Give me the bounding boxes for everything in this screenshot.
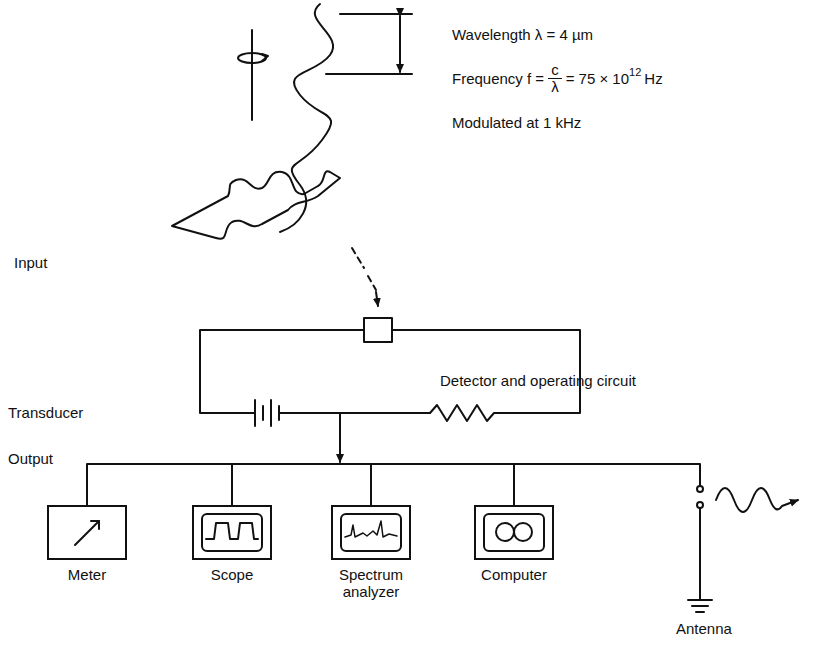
device-label: Scope <box>180 566 284 583</box>
device-icon <box>49 507 125 558</box>
output-device: Scope <box>180 505 284 583</box>
wave-ribbon <box>172 171 340 238</box>
unit: Hz <box>644 70 662 87</box>
stage-label: Output <box>8 450 53 468</box>
output-device: Computer <box>462 505 566 583</box>
device-icon <box>333 507 409 558</box>
radiated-wave <box>716 488 798 512</box>
fraction: cλ <box>548 62 562 95</box>
circuit-wire <box>200 330 580 413</box>
device-label: Meter <box>35 566 139 583</box>
exponent: 12 <box>629 66 641 78</box>
output-device: Meter <box>35 505 139 583</box>
device-box <box>331 505 411 560</box>
device-box <box>47 505 127 560</box>
ground-symbol <box>688 508 712 612</box>
numerator: c <box>548 62 562 79</box>
denominator: λ <box>551 79 559 95</box>
output-device: Spectrum analyzer <box>319 505 423 600</box>
device-box <box>474 505 554 560</box>
battery-symbol <box>255 400 285 426</box>
device-label: Spectrum analyzer <box>319 566 423 600</box>
device-icon <box>194 507 270 558</box>
device-box <box>192 505 272 560</box>
frequency-formula: Frequency f =cλ= 75 × 1012Hz <box>452 62 663 95</box>
detector <box>364 318 392 342</box>
device-icon <box>476 507 552 558</box>
device-label: Computer <box>462 566 566 583</box>
formula-text: = 75 × 10 <box>566 70 629 87</box>
stage-label: Transducer <box>8 404 83 422</box>
formula-text: Frequency f = <box>452 70 544 87</box>
antenna-label: Antenna <box>676 620 732 638</box>
circuit-label: Detector and operating circuit <box>440 372 636 390</box>
axis <box>251 30 253 120</box>
dimension-line <box>399 16 401 72</box>
modulation-label: Modulated at 1 kHz <box>452 114 581 132</box>
output-bus <box>87 464 700 505</box>
wave-helix <box>280 4 333 232</box>
resistor-symbol <box>430 405 500 421</box>
wavelength-label: Wavelength λ = 4 µm <box>452 26 593 44</box>
stage-label: Input <box>14 254 47 272</box>
